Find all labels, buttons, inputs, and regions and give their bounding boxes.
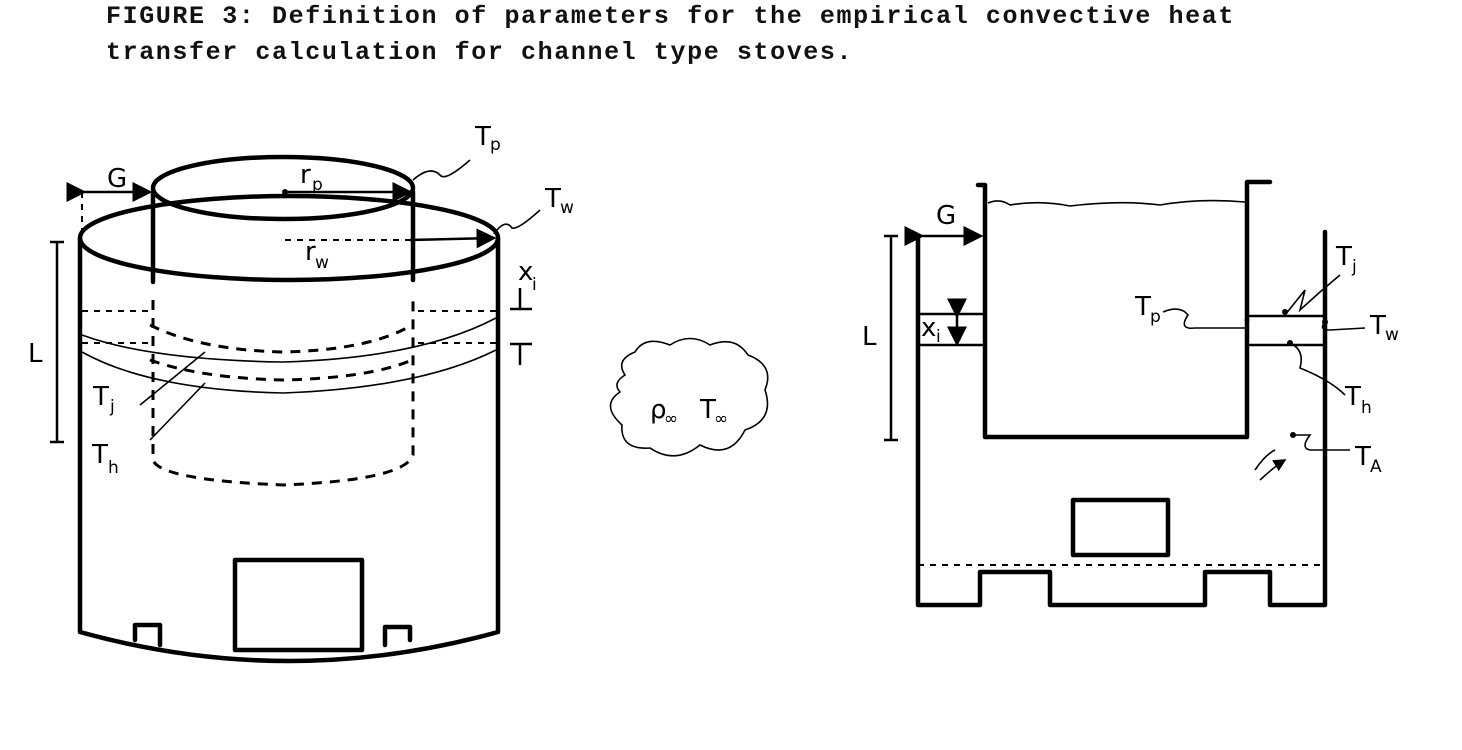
label-rw: r: [305, 237, 316, 267]
leader-lines: [139, 351, 206, 441]
label-rho-sub: ∞: [664, 409, 678, 429]
Tw-leader: [1321, 321, 1366, 331]
L-ticks: [50, 240, 64, 444]
pot-hidden-outline: [151, 300, 415, 487]
label-xi: x: [921, 313, 936, 343]
Tj-leader: [1284, 274, 1341, 316]
water-surface: [987, 199, 1246, 207]
TA-leader: [1293, 434, 1350, 451]
label-Tw: T: [544, 184, 561, 214]
label-T-ambient-sub: ∞: [714, 409, 728, 429]
label-L: L: [862, 322, 877, 352]
label-Tp-sub: p: [490, 135, 501, 155]
label-Tw-sub: w: [560, 198, 574, 218]
channel-section-lower: [81, 349, 497, 394]
cylindrical-stove-diagram: G L r p r w T p T w x i T j T h: [28, 122, 574, 664]
xi-dimension: [510, 288, 532, 365]
label-xi-sub: i: [936, 327, 941, 347]
label-Tj: T: [92, 382, 109, 412]
label-xi-sub: i: [532, 275, 537, 295]
airflow-arrows: [1254, 450, 1285, 481]
fuel-door: [232, 557, 365, 653]
label-Th-sub: h: [108, 458, 119, 478]
label-Th: T: [91, 440, 108, 470]
label-rw-sub: w: [315, 253, 329, 273]
label-xi: x: [518, 257, 533, 287]
outer-wall-top-rim: [77, 193, 501, 283]
outer-wall: [77, 235, 501, 664]
label-rp: r: [300, 160, 311, 190]
channel-section-upper: [81, 317, 497, 363]
label-Tp-sub: p: [1150, 307, 1161, 327]
label-T-ambient: T: [699, 395, 716, 425]
label-rho: ρ: [650, 395, 667, 425]
label-Tw-sub: w: [1385, 325, 1399, 345]
pot-walls: [150, 189, 416, 285]
pot-section-upper: [149, 323, 413, 354]
label-Th-sub: h: [1361, 398, 1372, 418]
bottom-notches: [132, 622, 413, 648]
fuel-door: [1070, 497, 1171, 558]
label-Tp: T: [474, 122, 491, 152]
label-G: G: [936, 201, 956, 231]
Tw-leader: [493, 209, 541, 235]
figure-caption-line-1: FIGURE 3: Definition of parameters for t…: [106, 2, 1235, 31]
xi-band-lines: [82, 310, 496, 344]
measurement-points: [1244, 309, 1328, 438]
xi-band-lines: [918, 312, 1325, 347]
channel-stove-cross-section: G L x i T p T j T w T h T A: [862, 179, 1399, 608]
rp-center-dot: [282, 189, 288, 195]
Tp-leader: [412, 159, 471, 181]
label-rp-sub: p: [312, 175, 323, 195]
label-L: L: [28, 339, 43, 369]
label-TA-sub: A: [1370, 457, 1382, 477]
L-ticks: [884, 234, 898, 442]
label-Th: T: [1344, 382, 1361, 412]
Tp-leader: [1162, 308, 1247, 330]
label-G: G: [107, 164, 127, 194]
cloud-outline: [609, 337, 769, 457]
label-Tw: T: [1369, 311, 1386, 341]
label-Tj-sub: j: [109, 397, 115, 417]
label-Tj: T: [1335, 242, 1352, 272]
pot-top: [150, 154, 416, 222]
label-Tp: T: [1134, 292, 1151, 322]
Th-leader: [1289, 342, 1346, 396]
pot-section-lower: [149, 358, 413, 382]
pot-cross-section: [975, 179, 1273, 440]
rw-arrow: [409, 228, 497, 249]
outer-wall-cross-section: [915, 229, 1328, 608]
figure-caption-line-2: transfer calculation for channel type st…: [106, 38, 854, 67]
label-Tj-sub: j: [1351, 257, 1357, 277]
label-TA: T: [1354, 442, 1371, 472]
ambient-conditions-cloud: ρ ∞ T ∞: [609, 337, 769, 457]
